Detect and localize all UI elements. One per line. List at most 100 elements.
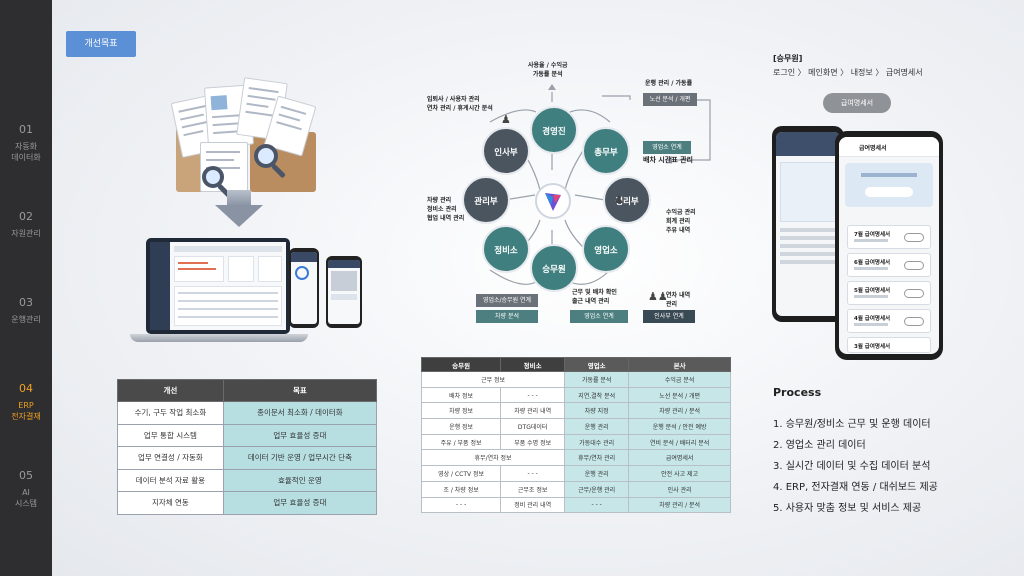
annotation-route-label: 운행 관리 / 가동률 [645, 80, 693, 87]
table-cell: 차량 관리 내역 [500, 402, 566, 420]
table-cell: 차량 지정 [564, 402, 630, 420]
list-item[interactable]: 6월 급여명세서 [847, 253, 931, 277]
list-item-title: 5월 급여명세서 [854, 288, 891, 294]
table-cell: 조 / 차량 정보 [420, 480, 502, 498]
table-cell: 운행 분석 / 안전 예방 [628, 418, 731, 435]
list-item[interactable]: 7월 급여명세서 [847, 225, 931, 249]
column-header: 개선 [117, 379, 224, 402]
table-cell: DTG데이터 [500, 418, 566, 435]
person-icon: ♟ [501, 113, 511, 126]
node-management[interactable]: 관리부 [462, 176, 510, 224]
nav-number: 03 [19, 296, 33, 309]
node-maintenance[interactable]: 정비소 [482, 225, 530, 273]
breadcrumb: 로그인 〉 메인화면 〉 내정보 〉 급여명세서 [773, 68, 923, 77]
annotation-top: 사용율 / 수익금 가동률 분석 [528, 62, 568, 78]
down-arrow-icon [227, 190, 251, 206]
table-cell: 배차 정보 [420, 386, 502, 404]
node-crew[interactable]: 승무원 [530, 244, 578, 292]
table-cell: 차량 관리 / 분석 [628, 496, 731, 514]
payslip-pill-button[interactable]: 급여명세서 [823, 93, 891, 113]
annotation-bottom-right: 연차 내역 관리 [666, 292, 691, 308]
table-cell: 수익금 분석 [628, 371, 731, 388]
table-cell: 연비 분석 / 배터리 분석 [628, 433, 731, 451]
sales-link-box: 영업소 연계 [643, 141, 691, 154]
sidebar-item-ai[interactable]: 05 AI 시스템 [0, 469, 52, 509]
view-button[interactable] [904, 233, 924, 242]
list-item[interactable]: 5월 급여명세서 [847, 281, 931, 305]
table-cell: 업무 통합 시스템 [117, 423, 224, 447]
table-cell: 근무/운행 관리 [564, 480, 630, 498]
table-cell: 노선 분석 / 개편 [628, 386, 731, 404]
down-arrow-head [215, 205, 263, 227]
center-logo [535, 183, 571, 219]
table-row: 주유 / 부품 정보 부품 수명 정보 가동대수 관리 연비 분석 / 배터리 … [420, 433, 731, 451]
table-cell: 근무조 정보 [500, 480, 566, 498]
list-item-title: 7월 급여명세서 [854, 232, 891, 238]
table-cell: 수기, 구두 작업 최소화 [117, 401, 224, 425]
table-row: 조 / 차량 정보 근무조 정보 근무/운행 관리 인사 관리 [420, 480, 731, 498]
nav-number: 01 [19, 123, 33, 136]
process-step: 4. ERP, 전자결재 연동 / 대쉬보드 제공 [773, 482, 938, 493]
phone-mockup-left [772, 126, 844, 322]
table-row: - - - 정비 관리 내역 - - - 차량 관리 / 분석 [420, 496, 731, 514]
node-accounting[interactable]: 경리부 [603, 176, 651, 224]
node-hr[interactable]: 인사부 [482, 127, 530, 175]
column-header: 영업소 [564, 357, 630, 372]
view-button[interactable] [904, 289, 924, 298]
list-item[interactable]: 3월 급여명세서 [847, 337, 931, 353]
node-general-affairs[interactable]: 총무부 [582, 127, 630, 175]
table-cell: 휴무/연차 정보 [420, 449, 566, 467]
phone-mockup-right: 급여명세서 7월 급여명세서 6월 급여명세서 5월 급여명세서 4월 급여명세… [835, 131, 943, 360]
magnifier-icon [202, 166, 224, 188]
section-title: [승무원] [773, 54, 803, 63]
payslip-banner [845, 163, 933, 207]
table-row: 차량 정보 차량 관리 내역 차량 지정 차량 관리 / 분석 [420, 402, 731, 420]
table-row: 영상 / CCTV 정보 - - - 운행 관리 안전 사고 제고 [420, 465, 731, 482]
nav-number: 02 [19, 210, 33, 223]
node-sales-office[interactable]: 영업소 [582, 225, 630, 273]
column-header: 본사 [628, 357, 731, 372]
sidebar-item-resource[interactable]: 02 자원관리 [0, 210, 52, 239]
table-cell: - - - [420, 496, 502, 514]
hr-link-box: 인사부 연계 [643, 310, 695, 323]
table-cell: 급여명세서 [628, 449, 731, 467]
annotation-schedule: 배차 시간표 관리 [643, 156, 693, 164]
logo-icon [545, 193, 561, 211]
nav-number: 04 [19, 382, 33, 395]
sidebar-item-operation[interactable]: 03 운행관리 [0, 296, 52, 325]
table-cell: 운행 정보 [420, 418, 502, 435]
list-item-title: 3월 급여명세서 [854, 344, 891, 350]
annotation-left: 차량 관리 정비소 관리 협업 내역 관리 [427, 197, 465, 222]
process-step: 3. 실시간 데이터 및 수집 데이터 분석 [773, 461, 931, 472]
sidebar-item-erp[interactable]: 04 ERP 전자결재 [0, 382, 52, 422]
route-analysis-box: 노선 분석 / 개편 [643, 93, 697, 106]
phone-header-title: 급여명세서 [859, 145, 887, 152]
sidebar: 01 자동화 데이터화 02 자원관리 03 운행관리 04 ERP 전자결재 … [0, 0, 52, 576]
table-row: 근무 정보 가동률 분석 수익금 분석 [420, 371, 731, 388]
annotation-upper-left: 입퇴사 / 사용자 관리 연차 관리 / 휴게시간 분석 [427, 96, 493, 112]
table-cell: 효율적인 운영 [222, 468, 378, 492]
nav-label: ERP 전자결재 [11, 401, 41, 421]
list-item[interactable]: 4월 급여명세서 [847, 309, 931, 333]
section-tag: 개선목표 [66, 31, 136, 57]
node-executive[interactable]: 경영진 [530, 106, 578, 154]
view-button[interactable] [904, 317, 924, 326]
dashboard-preview [150, 242, 286, 330]
view-button[interactable] [904, 261, 924, 270]
table-cell: 정비 관리 내역 [500, 496, 566, 514]
table-cell: 운행 관리 [564, 418, 630, 435]
process-step: 2. 영업소 관리 데이터 [773, 440, 866, 451]
table-cell: 지자체 연동 [117, 491, 224, 515]
table-row: 휴무/연차 정보 휴무/연차 관리 급여명세서 [420, 449, 731, 467]
annotation-bottom: 근무 및 배차 확인 출근 내역 관리 [572, 289, 617, 305]
sidebar-item-automation[interactable]: 01 자동화 데이터화 [0, 123, 52, 163]
table-cell: 차량 정보 [420, 402, 502, 420]
table-cell: 주유 / 부품 정보 [420, 433, 502, 451]
process-list: 1. 승무원/정비소 근무 및 운행 데이터 2. 영업소 관리 데이터 3. … [773, 414, 938, 519]
phone-mockup [289, 248, 319, 328]
nav-label: 자동화 데이터화 [11, 142, 41, 162]
table-cell: 운행 관리 [564, 465, 630, 482]
